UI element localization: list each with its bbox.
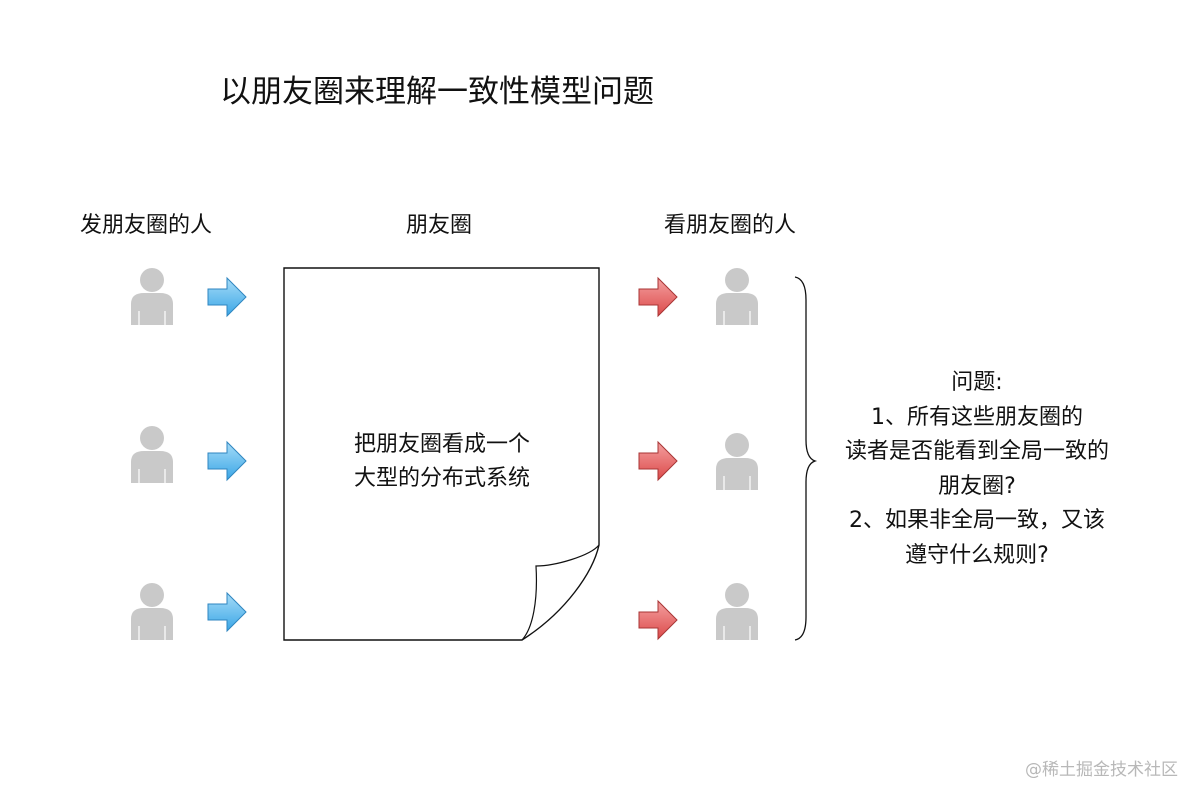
page-title: 以朋友圈来理解一致性模型问题 <box>220 74 654 110</box>
arrow-in-icon-1 <box>207 277 247 317</box>
feed-text-line-2: 大型的分布式系统 <box>353 466 530 491</box>
poster-person-icon-1 <box>130 267 174 326</box>
feed-document <box>283 267 600 641</box>
arrow-out-icon-2 <box>638 441 678 481</box>
reader-person-icon-2 <box>715 432 759 491</box>
arrow-in-icon-2 <box>207 441 247 481</box>
question-text: 问题: 1、所有这些朋友圈的 读者是否能看到全局一致的 朋友圈? 2、如果非全局… <box>812 366 1142 573</box>
feed-heading: 朋友圈 <box>406 213 473 238</box>
question-line-2: 1、所有这些朋友圈的 <box>871 404 1083 430</box>
poster-person-icon-3 <box>130 582 174 641</box>
question-line-3: 读者是否能看到全局一致的 <box>844 439 1109 464</box>
reader-person-icon-1 <box>715 267 759 326</box>
posters-heading: 发朋友圈的人 <box>80 213 213 238</box>
arrow-out-icon-1 <box>638 277 678 317</box>
question-line-5: 2、如果非全局一致，又该 <box>849 508 1105 533</box>
poster-person-icon-2 <box>130 425 174 484</box>
arrow-in-icon-3 <box>207 592 247 632</box>
feed-document-text: 把朋友圈看成一个 大型的分布式系统 <box>300 428 584 496</box>
readers-heading: 看朋友圈的人 <box>664 213 797 238</box>
reader-person-icon-3 <box>715 582 759 641</box>
question-line-4: 朋友圈? <box>938 473 1016 499</box>
feed-text-line-1: 把朋友圈看成一个 <box>353 432 530 457</box>
question-line-1: 问题: <box>951 370 1003 395</box>
watermark: @稀土掘金技术社区 <box>1025 760 1178 780</box>
arrow-out-icon-3 <box>638 600 678 640</box>
curly-brace <box>794 276 818 641</box>
question-line-6: 遵守什么规则? <box>905 542 1049 568</box>
